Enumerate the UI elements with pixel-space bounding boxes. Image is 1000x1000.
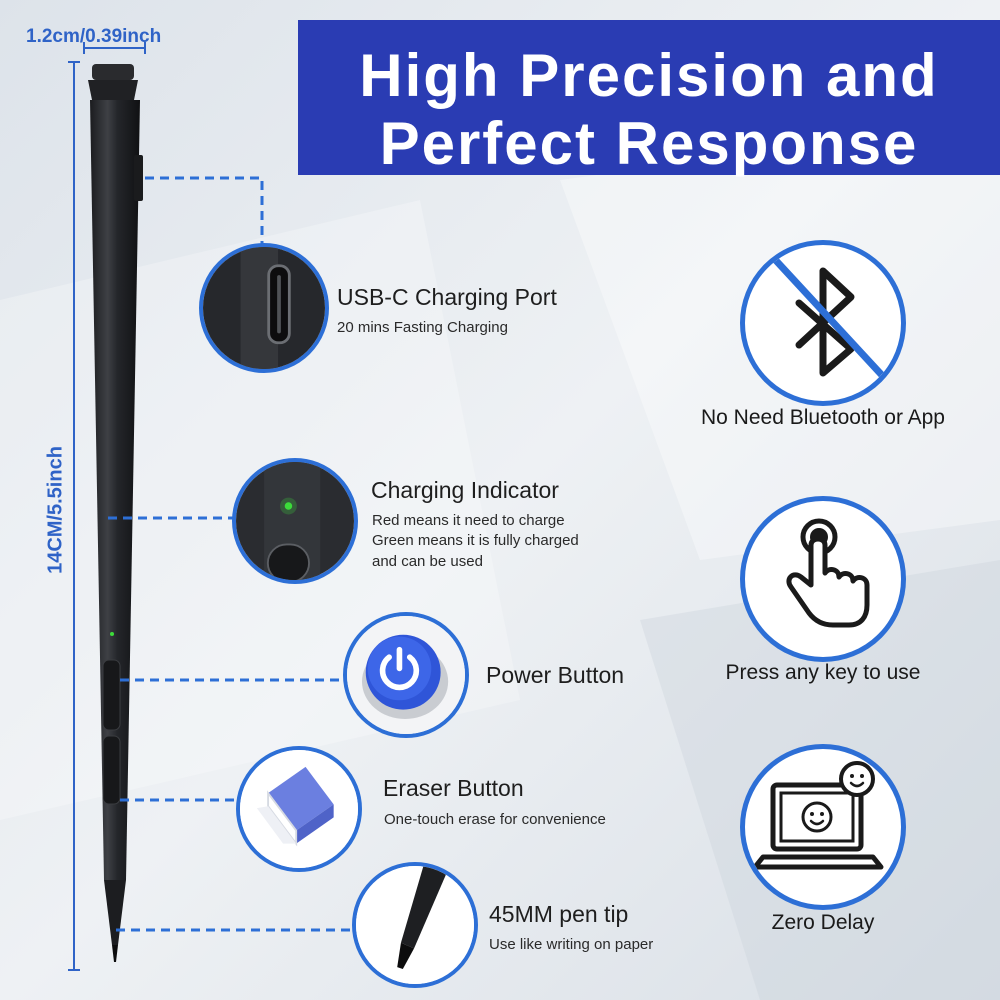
feature-sub-indicator-2: Green means it is fully charged: [372, 532, 579, 549]
feature-sub-eraser: One-touch erase for convenience: [384, 811, 606, 828]
indicator-light-icon: [236, 462, 354, 580]
power-icon: [347, 616, 465, 734]
touch-hand-icon: [786, 518, 870, 628]
press-key-badge: [740, 496, 906, 662]
zero-delay-badge: [740, 744, 906, 910]
benefit-label-zero-delay: Zero Delay: [771, 911, 875, 934]
pen-tip-closeup: [352, 862, 478, 988]
pen-length-label: 14CM/5.5inch: [44, 446, 67, 574]
feature-sub-pen-tip: Use like writing on paper: [489, 936, 654, 953]
benefit-label-press-key: Press any key to use: [725, 661, 921, 684]
feature-sub-indicator-3: and can be used: [372, 553, 483, 570]
laptop-smile-icon: [752, 761, 884, 870]
feature-sub-usb-c: 20 mins Fasting Charging: [337, 319, 508, 336]
pen-width-label: 1.2cm/0.39inch: [26, 26, 162, 47]
feature-title-usb-c: USB-C Charging Port: [337, 284, 557, 310]
eraser-icon: [240, 750, 358, 868]
benefit-label-no-bluetooth: No Need Bluetooth or App: [700, 406, 945, 429]
feature-title-pen-tip: 45MM pen tip: [489, 901, 629, 927]
usb-c-port-icon: [203, 247, 325, 369]
feature-title-eraser: Eraser Button: [383, 775, 524, 801]
power-button-closeup: [343, 612, 469, 738]
pen-tip-icon: [356, 866, 474, 984]
usb-c-port-closeup: [199, 243, 329, 373]
feature-title-power: Power Button: [486, 662, 625, 688]
feature-title-indicator: Charging Indicator: [371, 477, 559, 503]
headline-line-2: Perfect Response: [379, 110, 919, 177]
headline-line-1: High Precision and: [359, 42, 939, 109]
headline-banner: High Precision and Perfect Response: [298, 20, 1000, 177]
feature-sub-indicator-1: Red means it need to charge: [372, 512, 565, 529]
no-bluetooth-badge: [740, 240, 906, 406]
eraser-button-closeup: [236, 746, 362, 872]
charging-indicator-closeup: [232, 458, 358, 584]
no-bluetooth-icon: [766, 250, 894, 388]
